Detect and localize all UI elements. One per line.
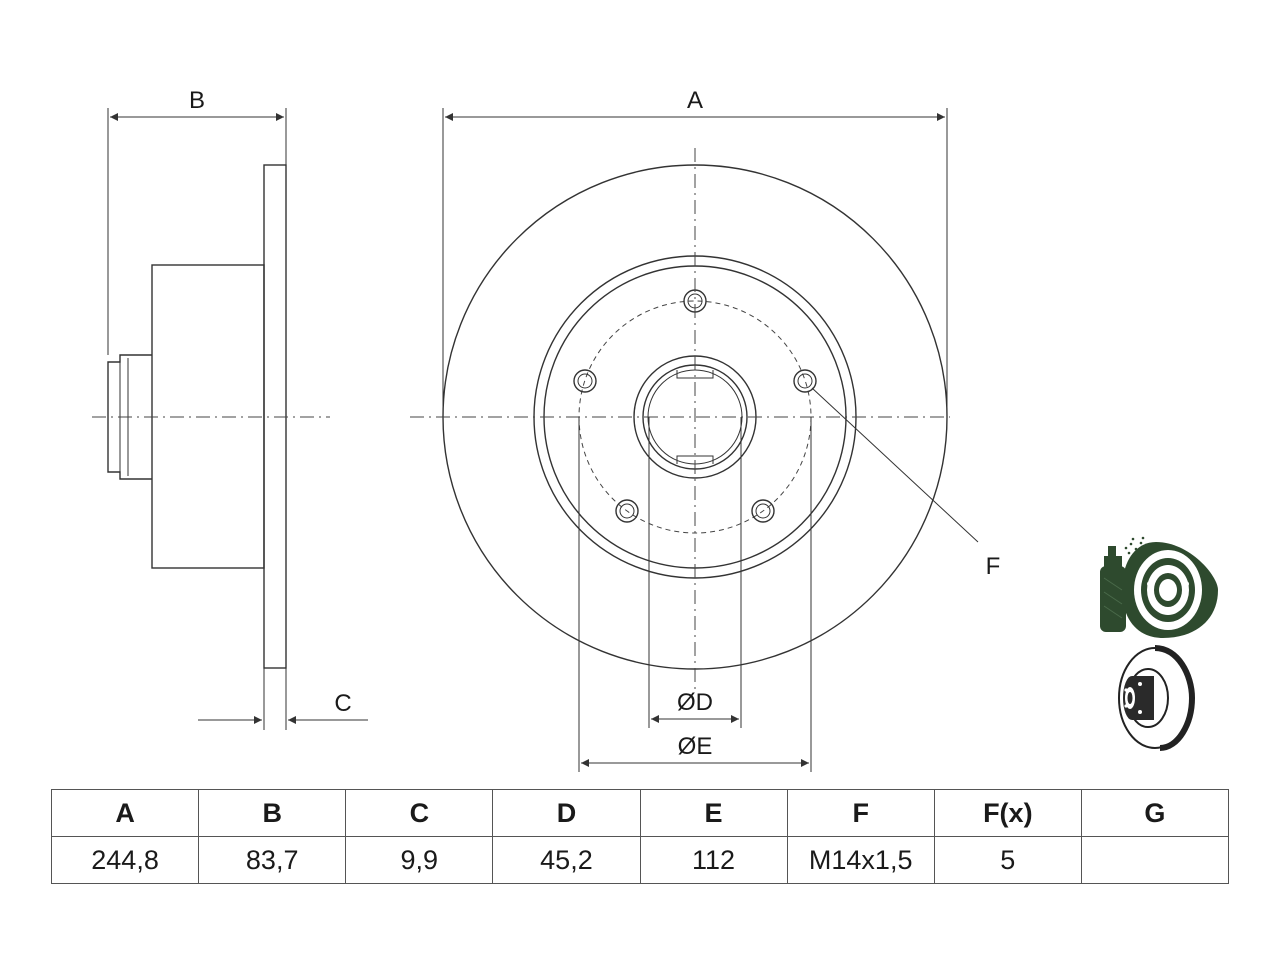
- table-value-c: 9,9: [345, 836, 494, 884]
- table-value-d: 45,2: [492, 836, 641, 884]
- dimension-d-label: ØD: [677, 689, 713, 716]
- table-header-f: F: [786, 789, 935, 837]
- spray-can-coated-disc-icon: [1100, 536, 1218, 638]
- table-header-b: B: [198, 789, 347, 837]
- thread-f-label: F: [986, 553, 1001, 580]
- table-header-e: E: [639, 789, 788, 837]
- table-header-row: A B C D E F F(x) G: [50, 789, 1230, 837]
- table-header-a: A: [50, 789, 200, 837]
- dimension-c-label: C: [334, 690, 351, 717]
- dimension-e-label: ØE: [678, 733, 713, 760]
- dimension-b-label: B: [189, 87, 205, 114]
- bolt-holes: [573, 289, 817, 523]
- front-view: A ØD ØE F: [410, 87, 1000, 772]
- table-value-e: 112: [639, 836, 788, 884]
- table-value-b: 83,7: [198, 836, 347, 884]
- specification-table: A B C D E F F(x) G 244,8 83,7 9,9 45,2 1…: [50, 789, 1230, 884]
- dimension-a-label: A: [687, 87, 703, 114]
- side-view: B C: [92, 87, 368, 730]
- table-header-g: G: [1080, 789, 1230, 837]
- table-value-row: 244,8 83,7 9,9 45,2 112 M14x1,5 5: [50, 836, 1230, 884]
- table-value-fx: 5: [933, 836, 1082, 884]
- brake-disc-with-hub-icon: [1118, 645, 1196, 751]
- table-value-f: M14x1,5: [786, 836, 935, 884]
- table-header-d: D: [492, 789, 641, 837]
- thread-leader-line: [811, 387, 979, 543]
- table-value-a: 244,8: [50, 836, 200, 884]
- table-header-c: C: [345, 789, 494, 837]
- table-header-fx: F(x): [933, 789, 1082, 837]
- table-value-g: [1080, 836, 1230, 884]
